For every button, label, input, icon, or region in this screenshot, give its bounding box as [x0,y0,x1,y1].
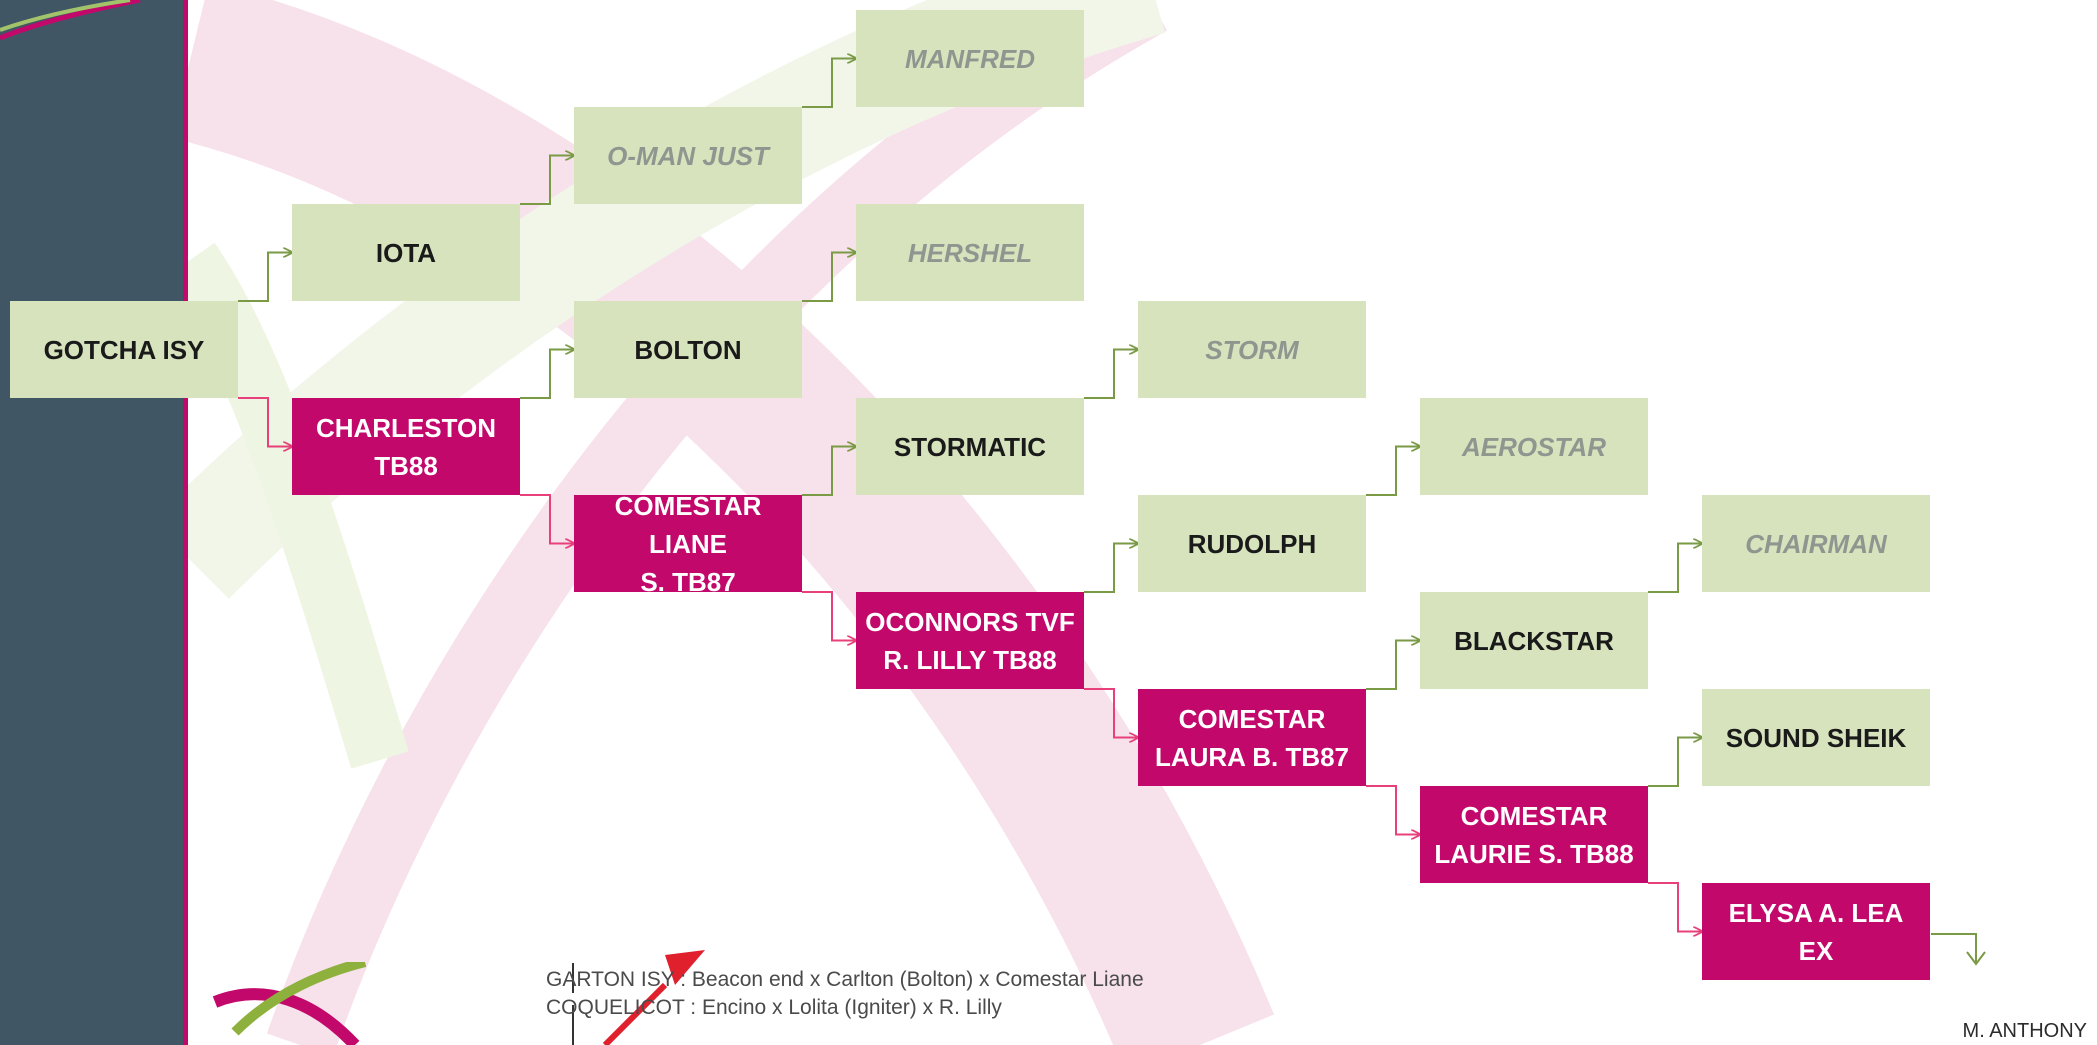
node-rudolph: RUDOLPH [1138,495,1366,592]
node-comliane: COMESTAR LIANE S. TB87 [574,491,802,597]
pedigree-note-2: COQUELICOT : Encino x Lolita (Igniter) x… [546,996,1002,1019]
node-chairman: CHAIRMAN [1702,495,1930,592]
node-charleston: CHARLESTON TB88 [292,398,520,495]
node-stormatic: STORMATIC [856,398,1084,495]
node-storm: STORM [1138,301,1366,398]
node-hershel: HERSHEL [856,204,1084,301]
node-gotcha: GOTCHA ISY [10,301,238,398]
pedigree-note-1: GARTON ISY : Beacon end x Carlton (Bolto… [546,968,1144,991]
corner-swoosh-icon [0,0,141,41]
node-bolton: BOLTON [574,301,802,398]
author-credit: M. ANTHONY [1962,1020,2087,1042]
node-oconnors: OCONNORS TVF R. LILLY TB88 [856,592,1084,689]
sidebar-panel [0,0,188,1045]
node-comlaurie: COMESTAR LAURIE S. TB88 [1420,786,1648,883]
red-pin-mark-icon [572,950,705,1045]
node-blackstar: BLACKSTAR [1420,592,1648,689]
node-omanjust: O-MAN JUST [574,107,802,204]
node-soundsheik: SOUND SHEIK [1702,689,1930,786]
node-iota: IOTA [292,204,520,301]
node-elysa: ELYSA A. LEA EX [1702,883,1930,980]
node-comlaura: COMESTAR LAURA B. TB87 [1138,689,1366,786]
node-manfred: MANFRED [856,10,1084,107]
node-aerostar: AEROSTAR [1420,398,1648,495]
swoosh-logo-icon [212,962,367,1045]
